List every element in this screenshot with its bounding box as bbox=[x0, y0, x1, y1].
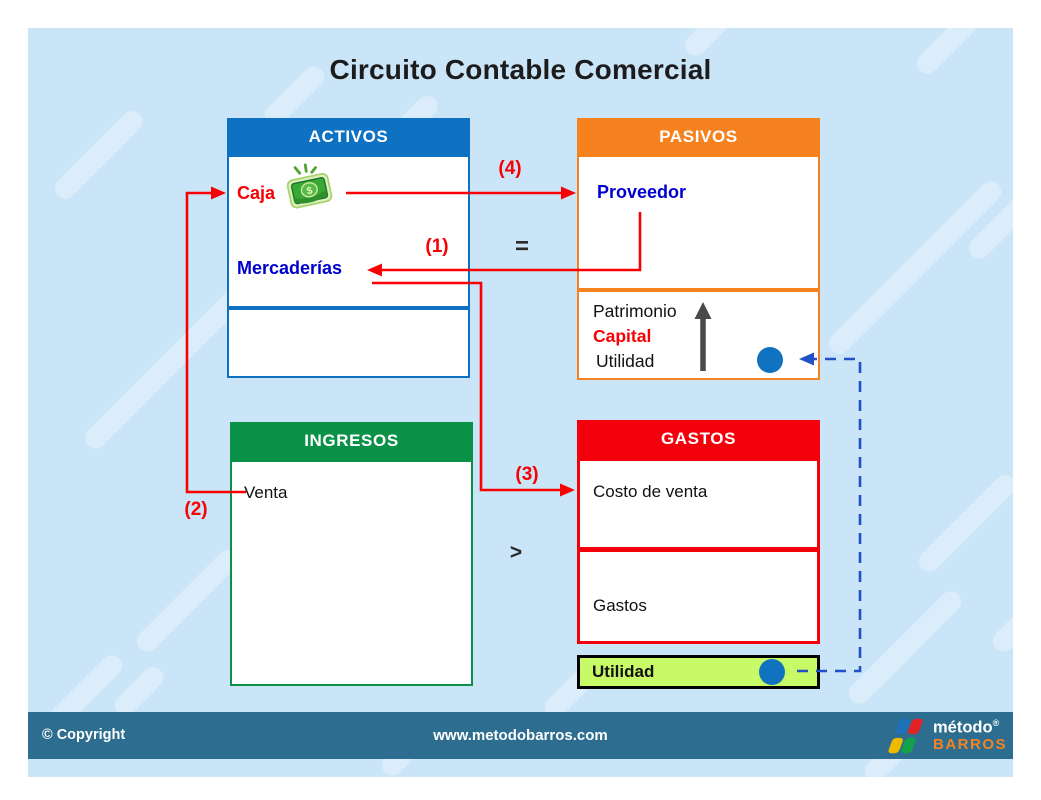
money-bills-icon: $ bbox=[286, 163, 333, 209]
website-text: www.metodobarros.com bbox=[433, 727, 608, 744]
costo-de-venta-cell: Costo de venta bbox=[577, 458, 820, 550]
background-stripe bbox=[132, 545, 243, 656]
background-stripe bbox=[50, 106, 147, 203]
background bbox=[28, 28, 1013, 777]
utilidad-result-label: Utilidad bbox=[592, 662, 655, 681]
equals-sign: = bbox=[514, 233, 530, 260]
brand-name: método® bbox=[932, 717, 1000, 737]
flow-1-label: (1) bbox=[425, 236, 449, 257]
greater-than-sign: > bbox=[509, 541, 523, 564]
pasivos-item-proveedor: Proveedor bbox=[597, 182, 687, 202]
utilidad-patrimonio-label: Utilidad bbox=[596, 351, 655, 371]
background-stripe bbox=[824, 176, 1006, 358]
activos-item-caja: Caja bbox=[237, 183, 276, 203]
pasivos-header: PASIVOS bbox=[577, 118, 820, 155]
brand-logo: método® BARROS bbox=[887, 714, 1007, 757]
brand-text: método® BARROS bbox=[932, 717, 1007, 753]
pasivos-box: PASIVOS Proveedor Patrimonio Capital Uti… bbox=[577, 118, 820, 380]
ingresos-main-cell: Venta bbox=[230, 460, 473, 686]
patrimonio-label: Patrimonio bbox=[593, 301, 677, 321]
activos-box: ACTIVOS Caja $ Mercaderías bbox=[227, 118, 470, 378]
copyright-text: © Copyright bbox=[42, 727, 126, 743]
background-stripe bbox=[988, 573, 1013, 656]
registered-mark: ® bbox=[992, 717, 1000, 728]
flow-2-label: (2) bbox=[184, 499, 208, 520]
dollar-glyph: $ bbox=[306, 185, 314, 197]
background-stripe bbox=[914, 470, 1013, 576]
flow-4-label: (4) bbox=[498, 158, 522, 179]
ingresos-header: INGRESOS bbox=[230, 422, 473, 460]
capital-label: Capital bbox=[593, 326, 652, 346]
activos-item-mercaderias: Mercaderías bbox=[237, 258, 343, 278]
page-title: Circuito Contable Comercial bbox=[329, 54, 712, 85]
flow-3-label: (3) bbox=[515, 464, 539, 485]
ingresos-item-venta: Venta bbox=[244, 483, 288, 502]
gastos-item-costo-de-venta: Costo de venta bbox=[593, 482, 708, 501]
footer-bar: © Copyright www.metodobarros.com método®… bbox=[28, 712, 1013, 759]
activos-header: ACTIVOS bbox=[227, 118, 470, 155]
gastos-header: GASTOS bbox=[577, 420, 820, 458]
brand-subname: BARROS bbox=[932, 735, 1007, 753]
brand-diamonds-icon bbox=[888, 718, 923, 753]
gastos-item-gastos: Gastos bbox=[593, 596, 647, 615]
pasivos-main-cell: Proveedor bbox=[577, 155, 820, 290]
activos-main-cell: Caja $ Mercaderías bbox=[227, 155, 470, 308]
patrimonio-cell: Patrimonio Capital Utilidad bbox=[577, 290, 820, 380]
gastos-box: GASTOS Costo de venta Gastos bbox=[577, 420, 820, 644]
utilidad-result-box: Utilidad bbox=[577, 655, 820, 689]
activos-empty-cell bbox=[227, 308, 470, 378]
background-stripe bbox=[844, 587, 966, 708]
gastos-cell: Gastos bbox=[577, 549, 820, 644]
ingresos-box: INGRESOS Venta bbox=[230, 422, 473, 686]
